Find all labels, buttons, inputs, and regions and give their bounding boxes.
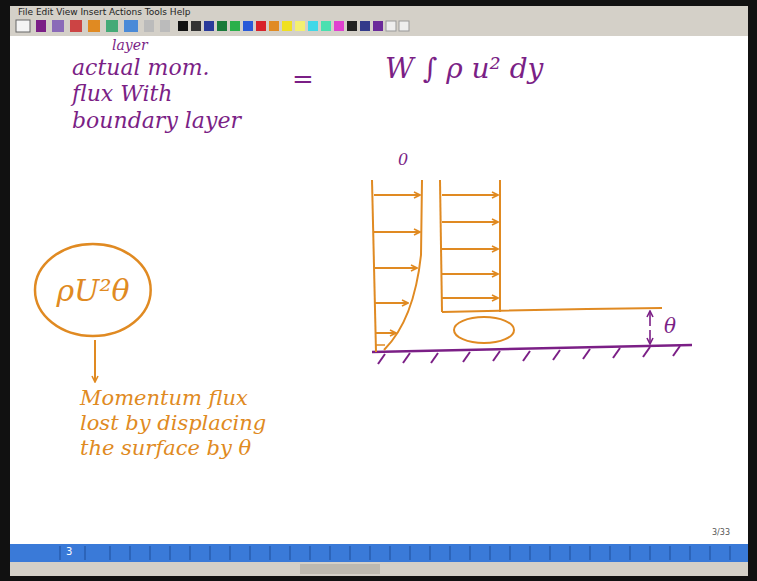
dimension-label: θ [664, 314, 688, 338]
note-text: actual mom. flux With boundary layer [72, 55, 252, 134]
note-fragment: layer [112, 37, 172, 54]
integral-expression: W ∫ ρ u² dy [385, 52, 605, 86]
circled-term: ρU²θ [33, 242, 153, 338]
equals-sign: = [292, 64, 322, 95]
page-number: 3/33 [712, 528, 742, 538]
page-tab: 3 [66, 546, 80, 558]
integral-limit: 0 [398, 150, 418, 169]
note-text: Momentum flux lost by displacing the sur… [80, 386, 290, 462]
formula-text: ρU²θ [56, 273, 129, 308]
menu-bar: File Edit View Insert Actions Tools Help [18, 7, 278, 18]
